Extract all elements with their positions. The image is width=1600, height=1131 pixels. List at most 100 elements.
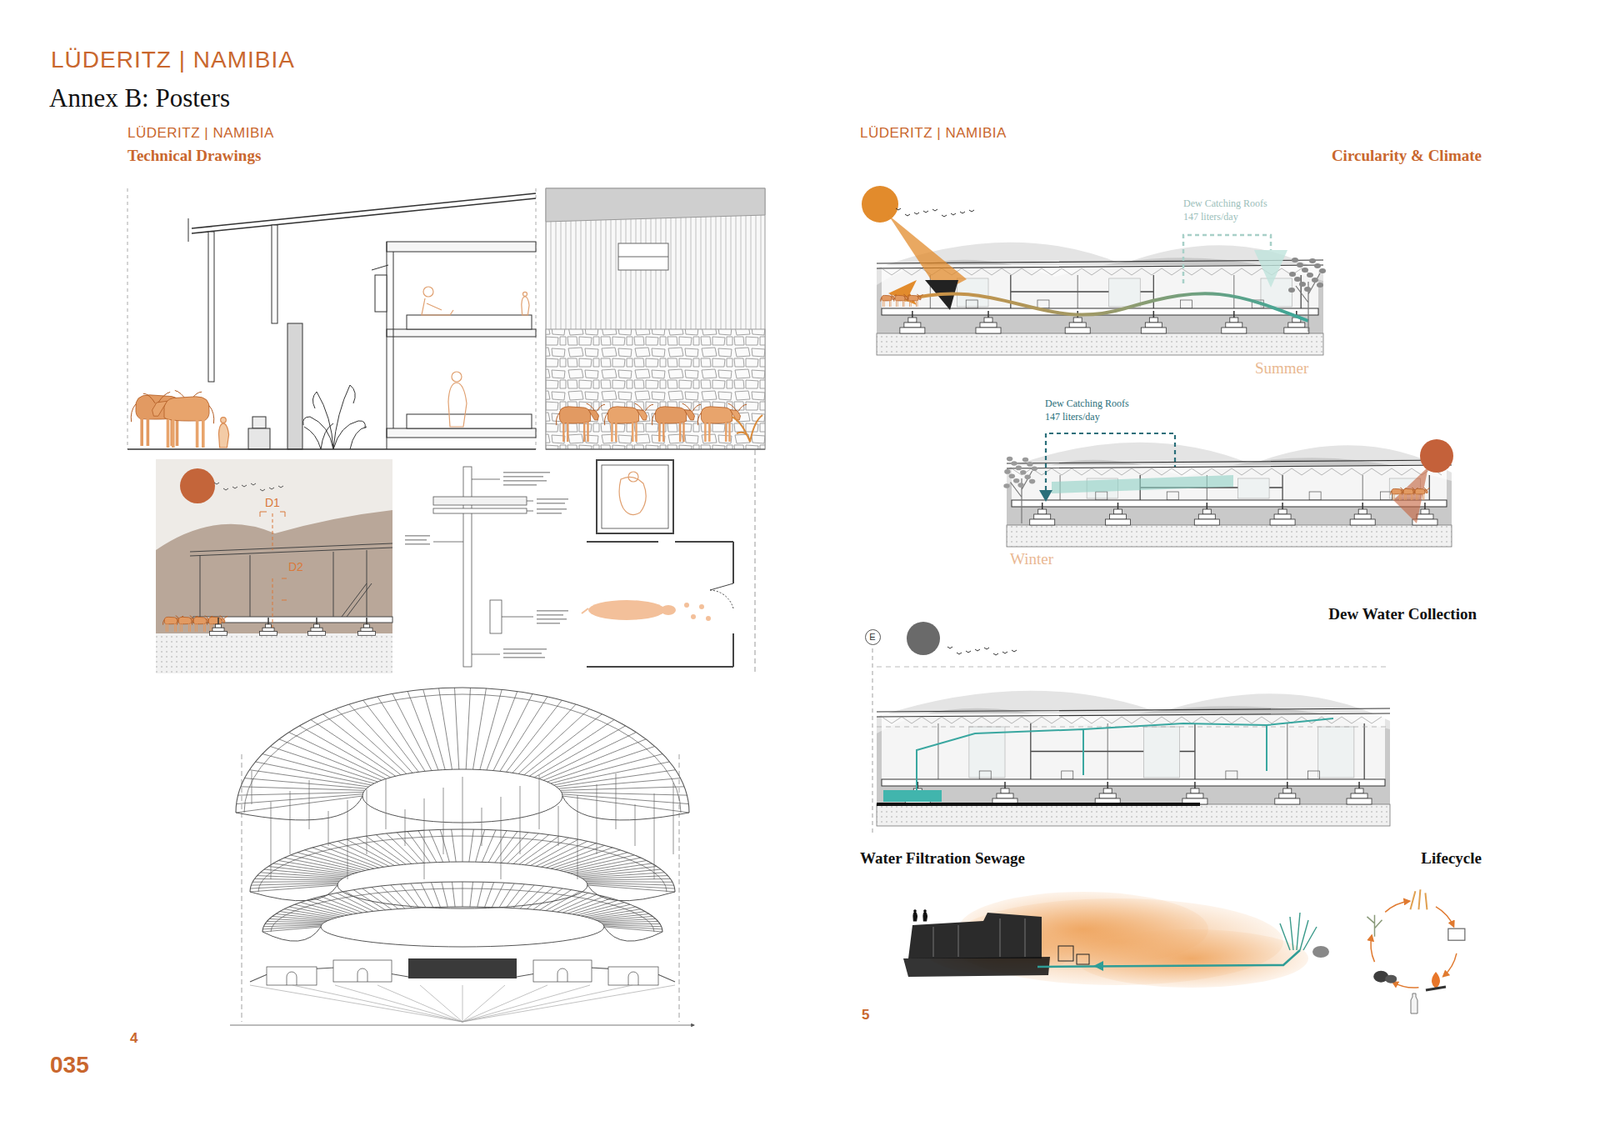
axonometric-drawing xyxy=(429,830,443,862)
site-section xyxy=(155,459,393,674)
footing xyxy=(1182,781,1208,805)
elevation-drawing xyxy=(545,188,765,450)
axonometric-drawing xyxy=(572,900,618,915)
human-figure xyxy=(521,291,530,315)
building-section xyxy=(1260,278,1293,307)
cow-figure xyxy=(1414,487,1430,495)
footing xyxy=(1355,788,1364,794)
footing xyxy=(1358,781,1360,789)
axonometric-drawing xyxy=(328,894,368,912)
bird-flock xyxy=(260,489,265,491)
floor-plan xyxy=(588,600,665,620)
axonometric-drawing xyxy=(240,786,365,791)
footing xyxy=(1140,327,1166,334)
cow-figure xyxy=(882,300,885,307)
axonometric-drawing xyxy=(547,746,655,783)
floor-plan xyxy=(581,450,755,674)
axonometric-drawing xyxy=(245,778,367,790)
cow-figure xyxy=(684,410,695,420)
footing xyxy=(1206,502,1209,510)
bird-flock xyxy=(895,208,975,217)
annotation: Dew Catching Roofs xyxy=(1045,398,1130,410)
cow-figure xyxy=(140,417,144,446)
cow-figure xyxy=(889,300,891,307)
axonometric-drawing xyxy=(534,725,625,778)
elevation-drawing xyxy=(545,329,765,450)
axonometric-drawing xyxy=(451,881,455,907)
annotation: Dew Catching Roofs xyxy=(1183,198,1268,210)
lifecycle-diagram xyxy=(1385,975,1397,984)
human-figure xyxy=(913,910,917,921)
cow-figure xyxy=(188,623,190,632)
section-drawing xyxy=(375,275,387,312)
axonometric-drawing xyxy=(266,921,324,923)
cow-figure xyxy=(607,406,639,424)
building-section xyxy=(876,708,1390,717)
building-section xyxy=(1318,726,1355,778)
detail-annotation xyxy=(503,480,547,482)
building-section xyxy=(979,770,991,780)
axonometric-drawing xyxy=(470,881,474,907)
section-drawing xyxy=(406,315,532,330)
axonometric-drawing xyxy=(377,696,425,771)
cow-figure xyxy=(651,403,701,442)
page-title: Annex B: Posters xyxy=(49,83,230,114)
building-section xyxy=(1363,723,1365,780)
building-section xyxy=(1011,468,1442,475)
axonometric-drawing xyxy=(469,829,474,862)
floor-plan xyxy=(601,465,669,529)
axonometric-drawing xyxy=(635,804,636,846)
axonometric-drawing xyxy=(250,985,463,1022)
cow-figure xyxy=(562,421,565,442)
building-section xyxy=(876,242,1324,334)
cow-figure xyxy=(1399,493,1401,500)
axonometric-drawing xyxy=(585,878,671,880)
detail-annotation xyxy=(536,610,569,612)
footing xyxy=(215,624,222,628)
tree xyxy=(1029,479,1035,485)
cow-figure xyxy=(636,410,647,420)
axonometric-drawing xyxy=(581,872,665,879)
bird-flock xyxy=(905,214,910,216)
cow-figure xyxy=(1416,493,1419,500)
cow-figure xyxy=(583,421,585,442)
detail-annotation xyxy=(536,508,567,510)
footing xyxy=(975,310,1001,334)
footing xyxy=(911,310,914,318)
axonometric-drawing xyxy=(314,898,358,914)
footing xyxy=(1105,502,1131,525)
cow-figure xyxy=(725,421,727,442)
section-drawing xyxy=(287,323,303,450)
axonometric-frame xyxy=(230,1025,695,1026)
building-section xyxy=(1006,525,1452,547)
airflow xyxy=(904,293,1309,321)
building-section xyxy=(1107,723,1109,780)
footing xyxy=(900,327,925,334)
axonometric-drawing xyxy=(586,882,674,885)
axonometric-drawing xyxy=(562,896,604,913)
axonometric-drawing xyxy=(263,924,322,926)
floor-plan xyxy=(710,583,734,590)
cow-figure xyxy=(207,615,229,625)
axonometric-drawing xyxy=(562,794,690,805)
axonometric-drawing xyxy=(529,720,615,777)
axonometric-drawing xyxy=(357,968,368,982)
building-section xyxy=(881,779,1385,786)
filtration-illustration xyxy=(1093,960,1104,971)
filtration-illustration xyxy=(933,918,1025,957)
detail-annotation xyxy=(536,498,569,500)
axonometric-drawing xyxy=(424,798,425,880)
axonometric-drawing xyxy=(290,790,291,855)
axonometric-drawing xyxy=(477,881,484,907)
axonometric-drawing xyxy=(337,861,588,909)
footing xyxy=(314,624,320,628)
human-figure xyxy=(219,423,230,448)
detail-annotation xyxy=(536,614,564,616)
axonometric-drawing xyxy=(336,892,374,911)
lifecycle-diagram xyxy=(1431,971,1440,989)
footing xyxy=(212,627,225,631)
footing xyxy=(1270,519,1295,525)
bird-flock xyxy=(278,485,284,488)
bird-flock xyxy=(269,487,275,490)
axonometric-drawing xyxy=(418,830,437,863)
